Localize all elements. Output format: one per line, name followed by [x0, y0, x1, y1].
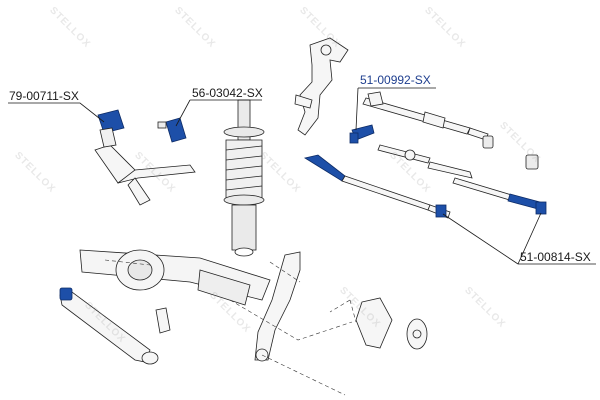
callout-79-00711: 79-00711-SX [9, 89, 79, 103]
leader-51-00992 [355, 87, 436, 131]
steering-knuckle [294, 37, 349, 136]
wheel-hub [355, 297, 428, 350]
callout-56-03042: 56-03042-SX [192, 86, 263, 100]
callout-51-00992: 51-00992-SX [360, 73, 431, 87]
axle-housing [79, 249, 271, 306]
stabilizer-bushing-right [525, 154, 539, 170]
drag-link [303, 154, 451, 219]
panhard-rod [59, 291, 159, 365]
leader-56-03042 [175, 99, 262, 127]
assembly-guide-lines [104, 259, 357, 396]
pitman-arm [254, 251, 301, 362]
part-bushing-79-00711 [97, 109, 125, 148]
stabilizer-bar [94, 144, 196, 206]
leader-lines [8, 87, 596, 265]
steering-rack [362, 91, 489, 141]
leader-51-00814 [442, 212, 596, 265]
tie-rod [452, 177, 516, 202]
part-bushing-56-03042 [157, 117, 187, 143]
inner-tie-rod [377, 144, 473, 179]
leader-79-00711 [8, 102, 105, 123]
part-tie-rod-end-51-00814-left [435, 204, 447, 218]
part-tie-rod-end-51-00814-right [507, 193, 547, 215]
part-tie-rod-end-51-00992 [349, 124, 375, 144]
shock-absorber [223, 99, 265, 257]
rack-end-bushing [482, 135, 494, 149]
axle-bushing-left [59, 287, 73, 301]
track-bar-bracket [155, 307, 171, 334]
callout-51-00814: 51-00814-SX [520, 250, 591, 264]
